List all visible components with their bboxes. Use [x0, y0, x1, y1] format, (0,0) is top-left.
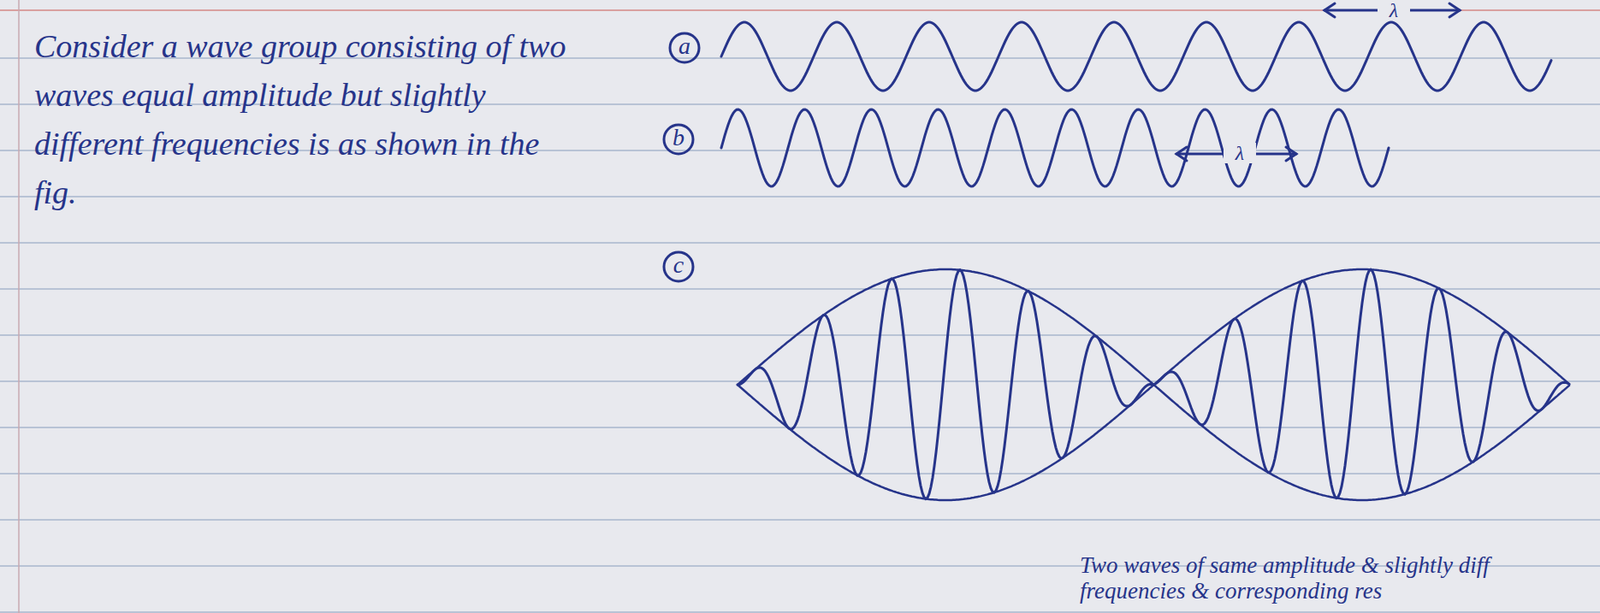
wave-b	[721, 109, 1389, 187]
callout-letter: c	[665, 248, 692, 283]
callout-letter: a	[671, 29, 698, 64]
wavelength-label: λ	[1223, 142, 1257, 164]
wavelength-label: λ	[1377, 0, 1411, 21]
wave-a	[721, 22, 1552, 91]
callout-letter: b	[665, 120, 692, 155]
note-text: Consider a wave group consisting of two …	[34, 22, 582, 218]
beat-envelope	[737, 269, 1570, 501]
caption-note: Two waves of same amplitude & slightly d…	[1079, 552, 1592, 605]
